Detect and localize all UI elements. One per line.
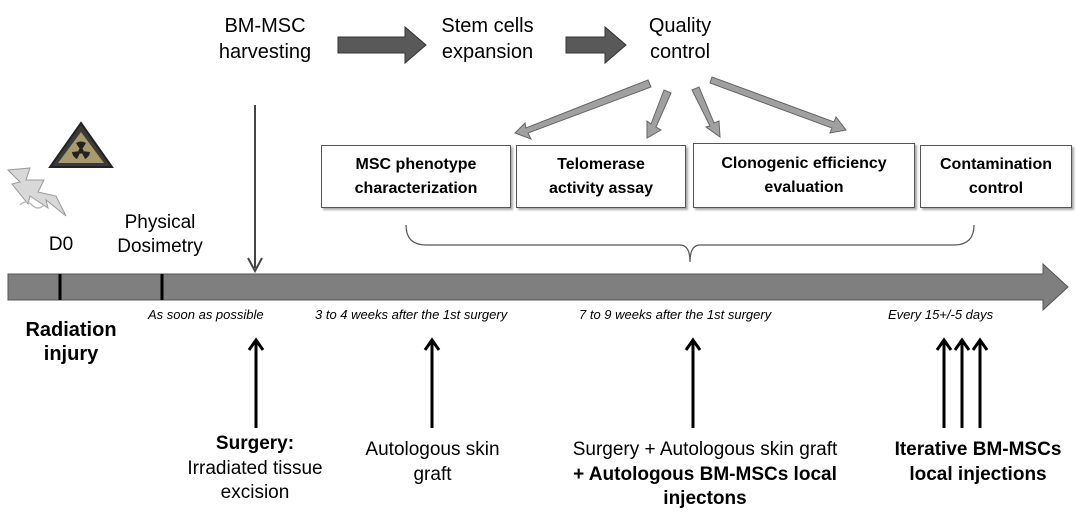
time-label-asap: As soon as possible	[148, 307, 264, 322]
event-arrows	[247, 337, 989, 428]
pipeline-arrow-1	[337, 25, 427, 65]
radiation-hazard-icon	[48, 121, 114, 168]
d0-label: D0	[48, 234, 74, 255]
qc-arrows	[514, 76, 847, 140]
qc-brace	[405, 224, 975, 263]
time-label-3-4-weeks: 3 to 4 weeks after the 1st surgery	[315, 307, 508, 322]
lightning-icon	[6, 167, 67, 217]
iterative-event: Iterative BM-MSCs local injections	[894, 439, 1062, 485]
skin-graft-event: Autologous skin graft	[365, 439, 500, 485]
pipeline-arrow-2	[565, 25, 627, 65]
timeline-arrow	[7, 262, 1069, 312]
combined-event: Surgery + Autologous skin graft + Autolo…	[572, 439, 838, 510]
time-label-every-15-days: Every 15+/-5 days	[888, 307, 994, 322]
surgery-event: Surgery: Irradiated tissue excision	[187, 433, 323, 504]
harvest-arrow	[247, 105, 263, 274]
time-label-7-9-weeks: 7 to 9 weeks after the 1st surgery	[579, 307, 772, 322]
